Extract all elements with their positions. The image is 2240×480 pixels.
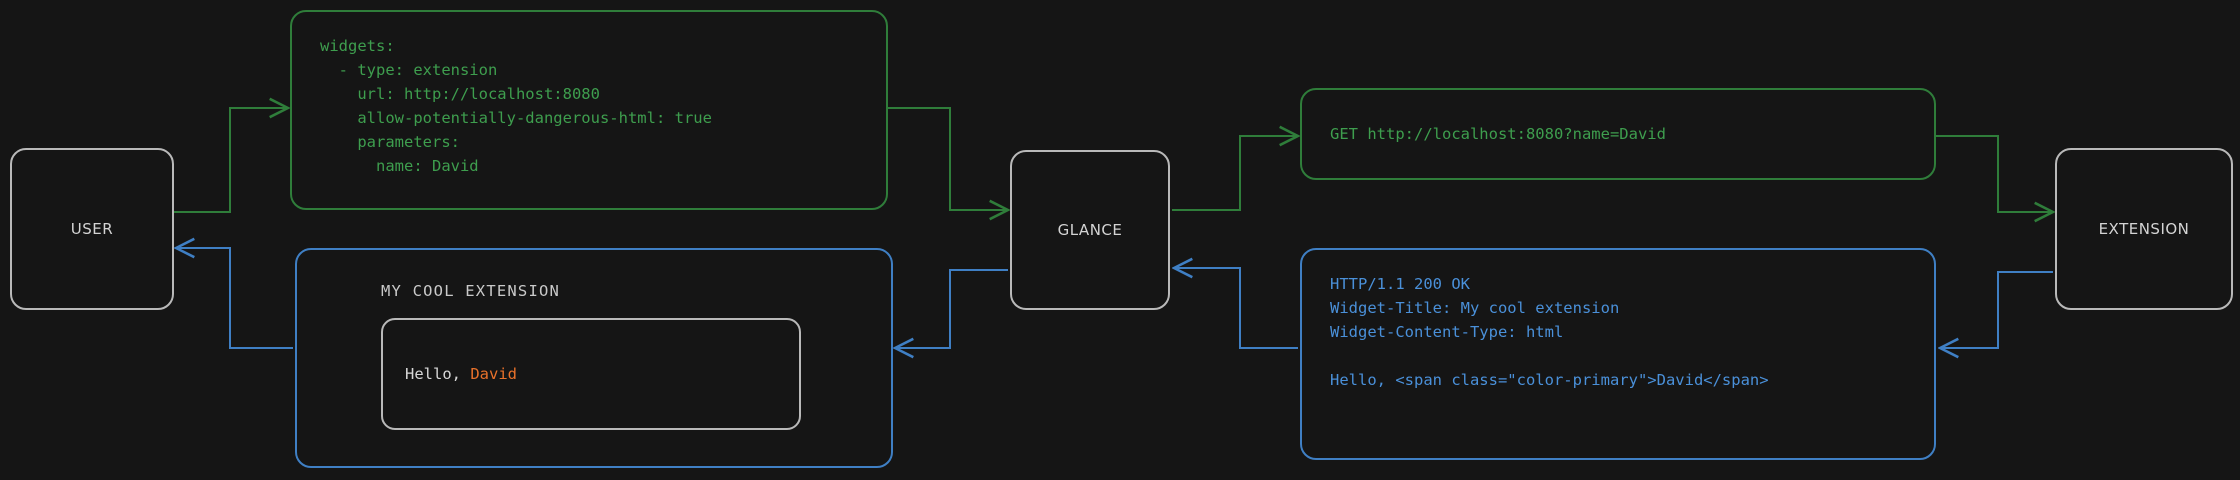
http-response-text: HTTP/1.1 200 OK Widget-Title: My cool ex… <box>1330 275 1769 389</box>
wire-extension-to-response <box>1940 271 2053 348</box>
node-glance[interactable]: GLANCE <box>1010 150 1170 310</box>
panel-http-response: HTTP/1.1 200 OK Widget-Title: My cool ex… <box>1300 248 1936 460</box>
wire-config-to-glance <box>888 107 1008 210</box>
widget-greeting: Hello, David <box>405 365 517 383</box>
wire-glance-to-widget <box>895 269 1008 348</box>
panel-widget-config: widgets: - type: extension url: http://l… <box>290 10 888 210</box>
widget-greeting-name: David <box>470 365 517 383</box>
node-glance-label: GLANCE <box>1057 221 1123 239</box>
node-user[interactable]: USER <box>10 148 174 310</box>
widget-content-card: Hello, David <box>381 318 801 430</box>
widget-title: MY COOL EXTENSION <box>381 282 561 300</box>
wire-glance-to-request <box>1172 136 1298 211</box>
config-yaml-text: widgets: - type: extension url: http://l… <box>320 37 712 175</box>
node-extension-label: EXTENSION <box>2098 220 2190 238</box>
wire-widget-to-user <box>176 248 293 349</box>
wire-response-to-glance <box>1174 268 1298 349</box>
widget-greeting-prefix: Hello, <box>405 365 471 383</box>
panel-rendered-widget: MY COOL EXTENSION Hello, David <box>295 248 893 468</box>
panel-http-request: GET http://localhost:8080?name=David <box>1300 88 1936 180</box>
wire-request-to-extension <box>1936 135 2053 212</box>
node-user-label: USER <box>70 220 114 238</box>
wire-user-to-config <box>174 108 288 213</box>
node-extension[interactable]: EXTENSION <box>2055 148 2233 310</box>
http-request-text: GET http://localhost:8080?name=David <box>1330 125 1666 143</box>
